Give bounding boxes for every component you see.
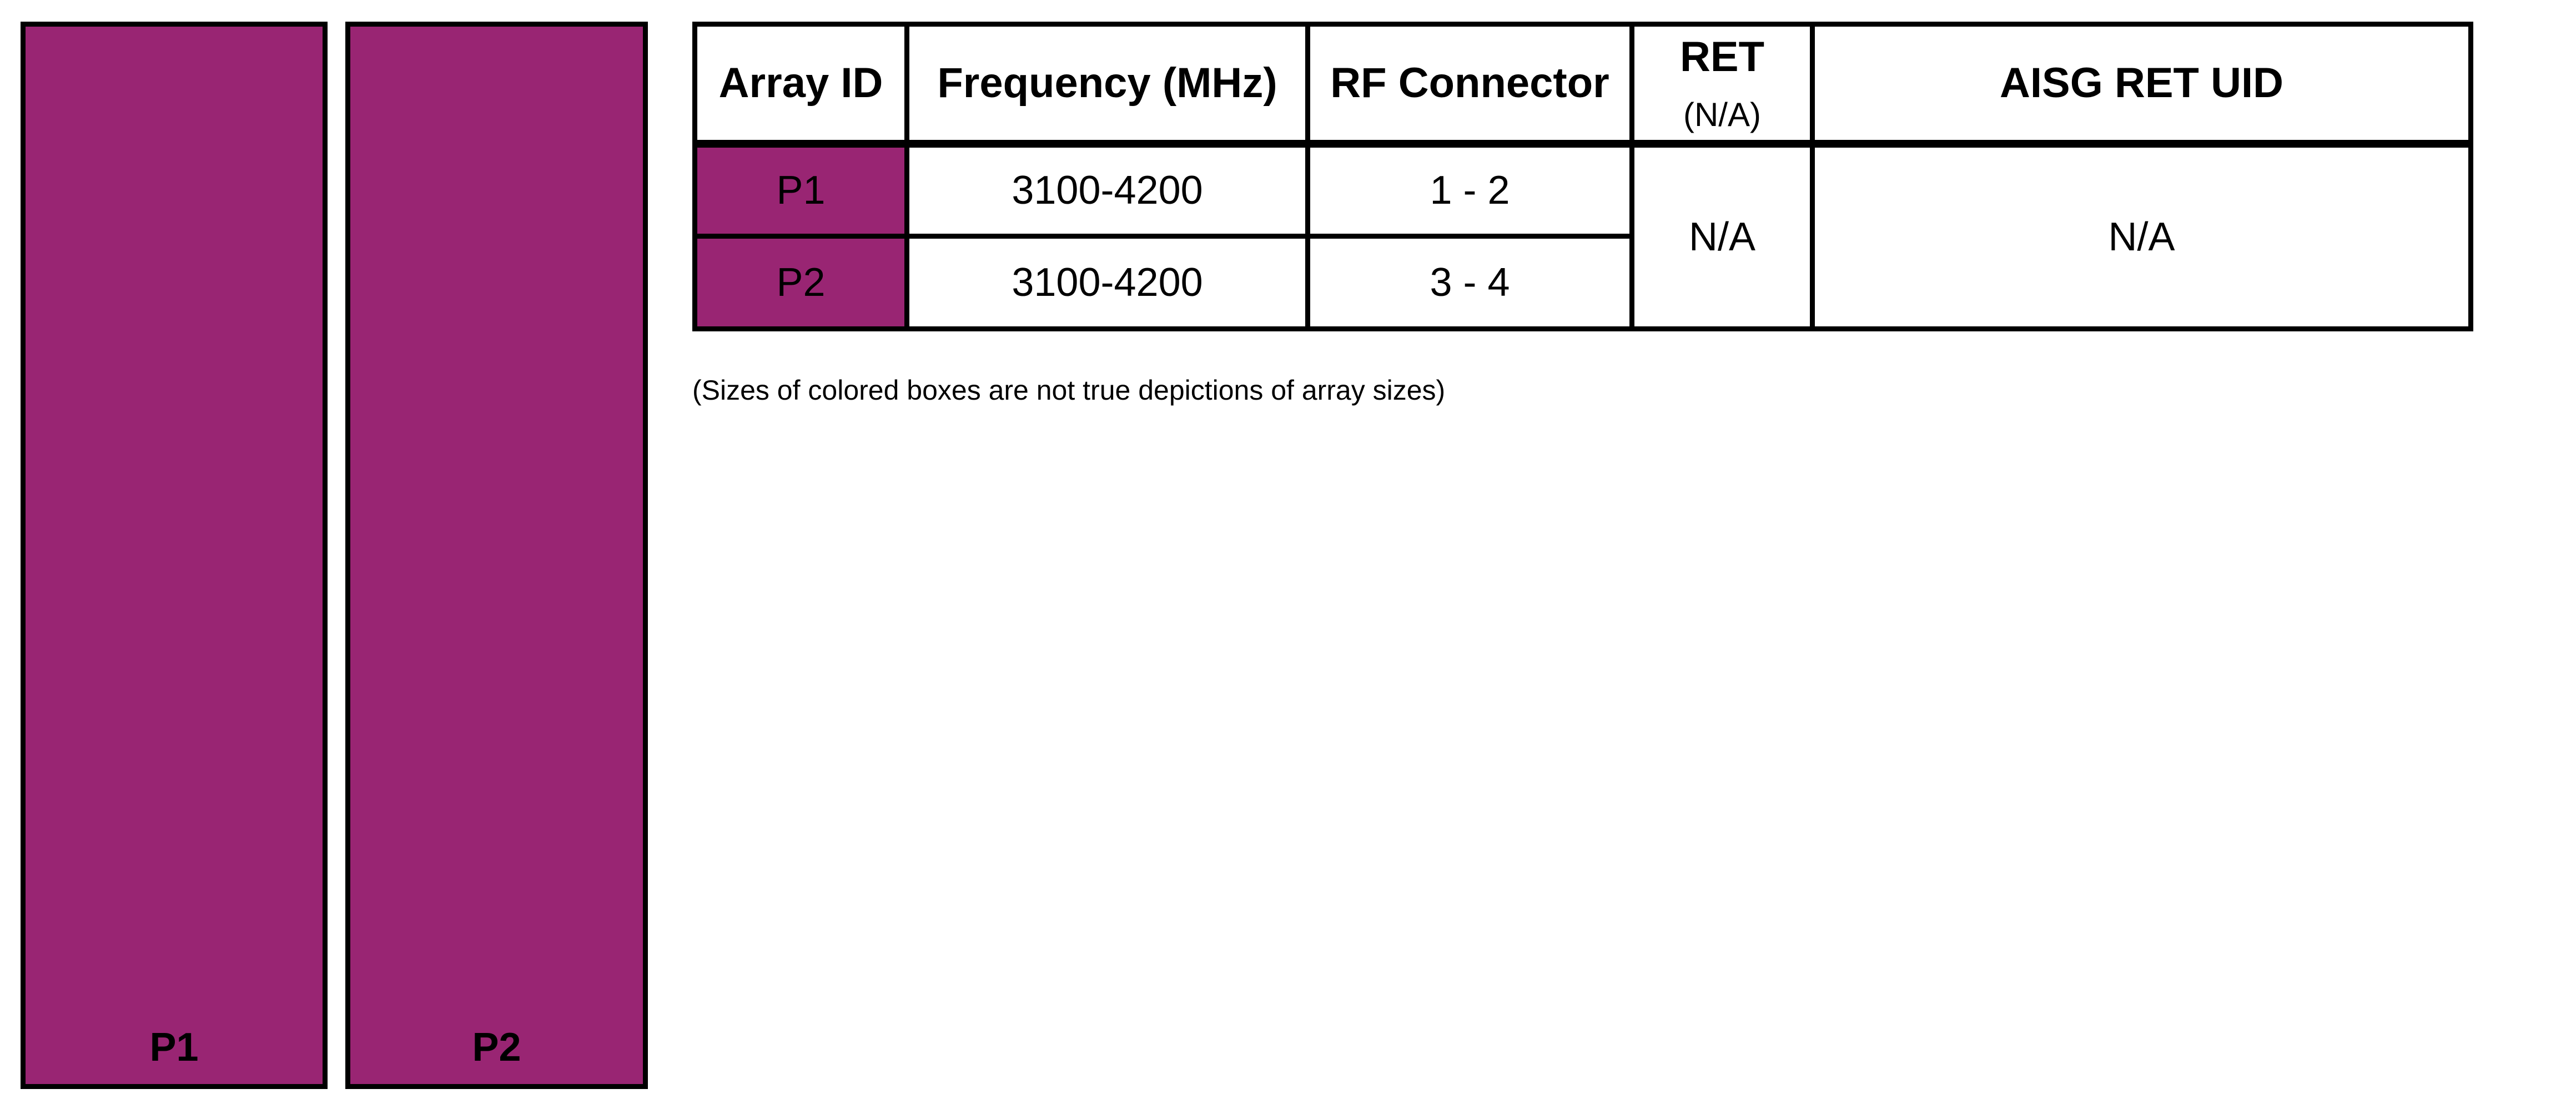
cell-aisg-ret-uid-value: N/A	[1810, 141, 2473, 331]
cell-ret-value: N/A	[1629, 141, 1815, 331]
array-box-p2-label: P2	[472, 1025, 521, 1070]
table-row-p1: P1 3100-4200 1 - 2 N/A N/A	[692, 141, 2473, 331]
array-spec-table: Array ID Frequency (MHz) RF Connector RE…	[692, 22, 2473, 331]
spec-table-header-row: Array ID Frequency (MHz) RF Connector RE…	[692, 22, 2473, 148]
header-aisg-ret-uid: AISG RET UID	[1810, 22, 2473, 148]
cell-array-id-p1: P1	[692, 141, 909, 239]
table-row-p2: P2 3100-4200 3 - 4	[692, 234, 2471, 331]
array-box-p1: P1	[21, 22, 328, 1089]
size-disclaimer-note: (Sizes of colored boxes are not true dep…	[692, 375, 1446, 406]
cell-frequency-p1: 3100-4200	[904, 141, 1310, 239]
array-box-p1-label: P1	[149, 1025, 199, 1070]
header-ret-subtitle: (N/A)	[1683, 95, 1761, 133]
header-array-id: Array ID	[692, 22, 909, 148]
cell-rf-connector-p1: 1 - 2	[1305, 141, 1634, 239]
cell-frequency-p2: 3100-4200	[904, 234, 1310, 331]
header-frequency: Frequency (MHz)	[904, 22, 1310, 148]
header-ret: RET (N/A)	[1629, 22, 1815, 148]
cell-array-id-p2: P2	[692, 234, 909, 331]
header-rf-connector: RF Connector	[1305, 22, 1634, 148]
header-ret-title: RET	[1680, 33, 1764, 80]
cell-rf-connector-p2: 3 - 4	[1305, 234, 1634, 331]
array-box-p2: P2	[345, 22, 648, 1089]
